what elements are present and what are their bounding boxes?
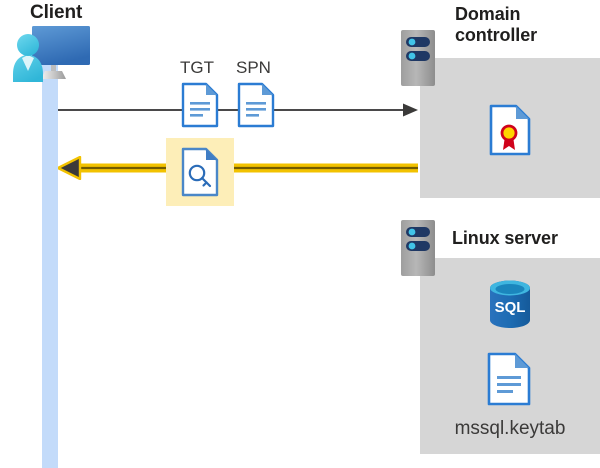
domain-controller-server-icon [401, 30, 435, 86]
spn-document-icon [237, 82, 275, 133]
dc-title-line1: Domain [455, 4, 521, 24]
sql-database-icon: SQL [485, 278, 535, 335]
sql-label: SQL [495, 299, 526, 316]
dc-title-line2: controller [455, 25, 538, 46]
page-title-client: Client [30, 2, 83, 23]
tgt-document-icon [181, 82, 219, 133]
linux-server-icon [401, 220, 435, 276]
keytab-filename-label: mssql.keytab [454, 418, 566, 439]
page-title-linux-server: Linux server [452, 228, 558, 248]
key-document-icon [181, 147, 219, 202]
spn-label: SPN [236, 58, 271, 77]
client-workstation-icon [8, 22, 94, 88]
keytab-document-icon [487, 352, 531, 411]
request-arrow [58, 100, 418, 120]
page-title-domain-controller: Domain controller [455, 4, 595, 46]
client-lifeline [42, 60, 58, 468]
certificate-document-icon [489, 104, 531, 161]
response-arrow [56, 155, 418, 181]
tgt-label: TGT [180, 58, 214, 77]
